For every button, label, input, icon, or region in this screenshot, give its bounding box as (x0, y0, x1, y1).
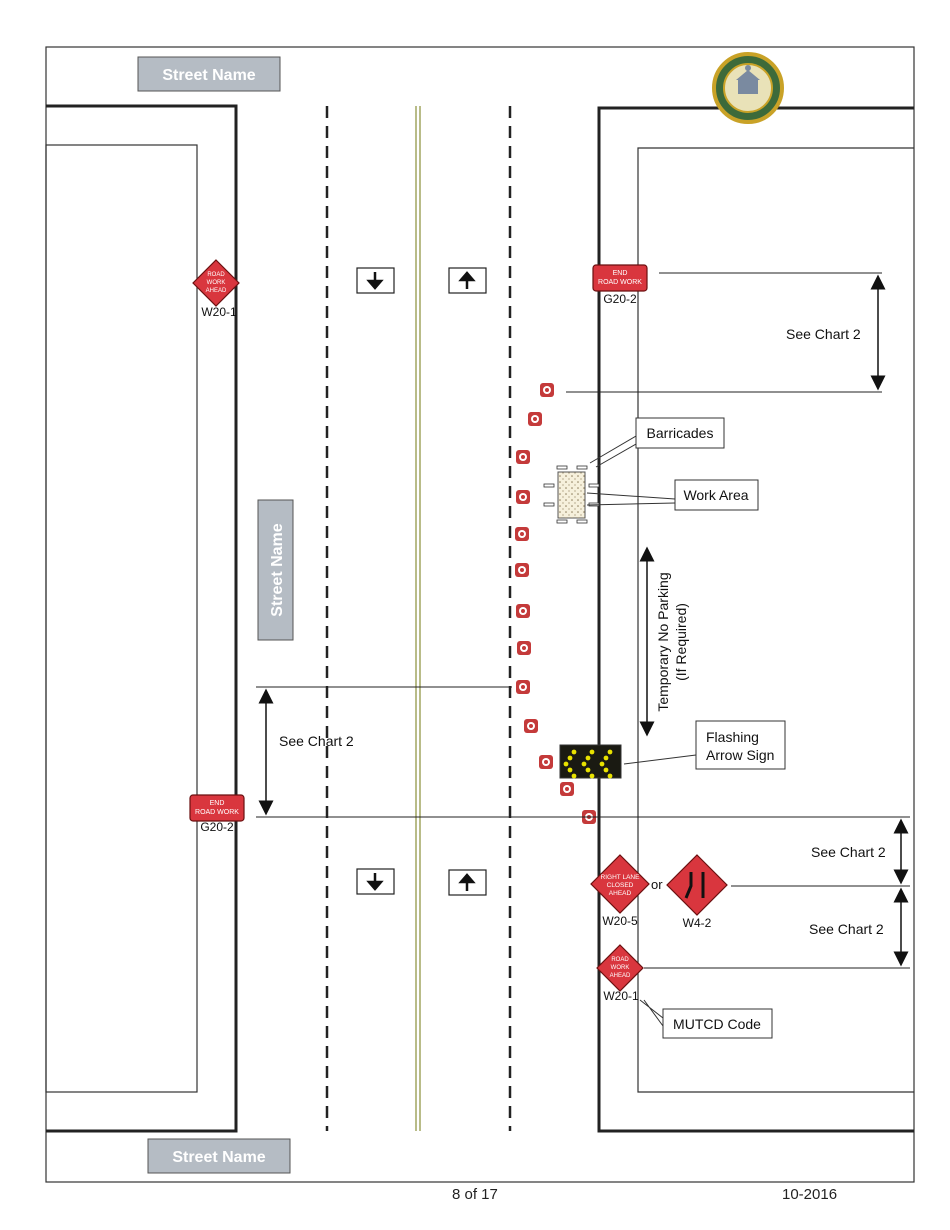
right-lane-closed-ahead-sign: RIGHT LANE CLOSED AHEAD (590, 854, 650, 914)
svg-text:WORK: WORK (207, 280, 226, 286)
right-block (637, 147, 914, 1093)
svg-text:ROAD: ROAD (207, 272, 225, 278)
svg-text:AHEAD: AHEAD (610, 973, 631, 979)
page-number: 8 of 17 (452, 1186, 498, 1203)
up-arrow-icon (448, 869, 487, 896)
svg-text:RIGHT LANE: RIGHT LANE (601, 874, 641, 881)
svg-text:END: END (210, 800, 225, 807)
flashing-arrow-board (559, 744, 622, 779)
street-name-text: Street Name (172, 1149, 265, 1166)
work-area (557, 471, 586, 519)
svg-text:END: END (613, 270, 628, 277)
revision-date: 10-2016 (782, 1186, 838, 1203)
traffic-cone-icon (516, 680, 530, 694)
mutcd-code-callout: MUTCD Code (639, 999, 773, 1039)
sign-code-w4-2: W4-2 (683, 916, 712, 930)
see-chart-label: See Chart 2 (809, 921, 884, 937)
traffic-cone-icon (515, 563, 529, 577)
end-road-work-sign-left: END ROAD WORK (189, 794, 245, 822)
svg-text:Barricades: Barricades (647, 425, 714, 441)
street-name-label-bottom: Street Name (147, 1138, 291, 1174)
traffic-cone-icon (528, 412, 542, 426)
see-chart-label: See Chart 2 (786, 326, 861, 342)
end-road-work-sign-right: END ROAD WORK (592, 264, 648, 292)
lane-ends-icon (684, 872, 693, 899)
sign-code-g20-2-left: G20-2 (200, 820, 234, 834)
traffic-cone-icon (517, 641, 531, 655)
city-seal-icon (712, 52, 784, 124)
traffic-cones (515, 383, 596, 824)
svg-text:Arrow Sign: Arrow Sign (706, 747, 774, 763)
down-arrow-icon (356, 267, 395, 294)
svg-text:WORK: WORK (611, 965, 630, 971)
see-chart-label: See Chart 2 (279, 733, 354, 749)
svg-text:AHEAD: AHEAD (609, 890, 632, 897)
svg-text:ROAD: ROAD (611, 957, 629, 963)
traffic-cone-icon (524, 719, 538, 733)
barricades-callout: Barricades (589, 417, 725, 468)
down-arrow-icon (356, 868, 395, 895)
traffic-cone-icon (560, 782, 574, 796)
left-block (45, 144, 198, 1093)
up-arrow-icon (448, 267, 487, 294)
svg-text:Flashing: Flashing (706, 729, 759, 745)
work-area-callout: Work Area (586, 479, 759, 511)
traffic-cone-icon (516, 604, 530, 618)
sign-code-g20-2-right: G20-2 (603, 292, 637, 306)
traffic-cone-icon (515, 527, 529, 541)
left-curb (46, 104, 238, 1133)
sign-code-w20-1-left: W20-1 (201, 305, 237, 319)
flashing-arrow-callout: Flashing Arrow Sign (623, 720, 786, 770)
see-chart-label: See Chart 2 (811, 844, 886, 860)
or-text: or (651, 877, 663, 892)
traffic-cone-icon (516, 450, 530, 464)
traffic-cone-icon (516, 490, 530, 504)
svg-text:Work Area: Work Area (683, 487, 748, 503)
street-name-text: Street Name (162, 67, 255, 84)
lane-ends-sign (666, 854, 728, 916)
if-required-label: (If Required) (673, 603, 689, 681)
street-name-label-top: Street Name (137, 56, 281, 92)
traffic-cone-icon (539, 755, 553, 769)
svg-text:ROAD WORK: ROAD WORK (195, 809, 239, 816)
street-name-label-middle: Street Name (257, 499, 294, 641)
no-parking-label: Temporary No Parking (655, 572, 671, 711)
svg-text:AHEAD: AHEAD (206, 288, 227, 294)
svg-text:CLOSED: CLOSED (607, 882, 634, 889)
street-name-text: Street Name (269, 523, 286, 616)
road-work-ahead-sign-right: ROAD WORK AHEAD (596, 944, 644, 992)
page-frame (45, 46, 915, 1183)
svg-text:ROAD WORK: ROAD WORK (598, 279, 642, 286)
sign-code-w20-5: W20-5 (602, 914, 638, 928)
svg-text:MUTCD Code: MUTCD Code (673, 1016, 761, 1032)
sign-code-w20-1-right: W20-1 (603, 989, 639, 1003)
traffic-cone-icon (540, 383, 554, 397)
road-work-ahead-sign-left: ROAD WORK AHEAD (192, 259, 240, 307)
